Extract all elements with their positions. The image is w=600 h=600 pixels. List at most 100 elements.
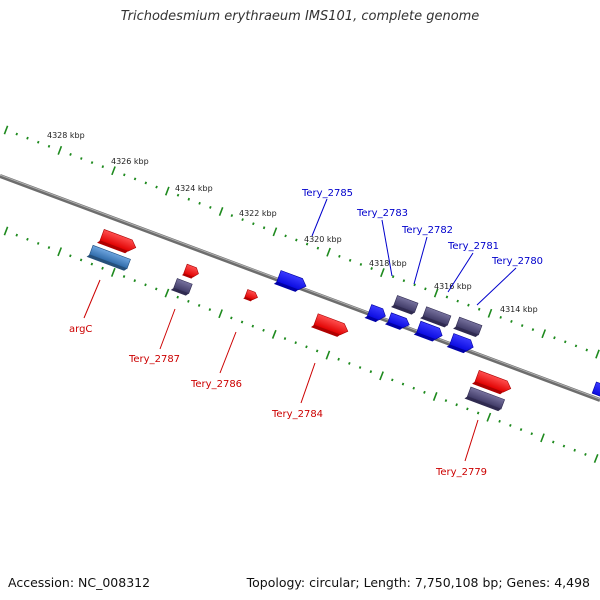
minor-tick [133, 177, 137, 181]
minor-tick [466, 407, 469, 411]
leader-line [464, 419, 479, 462]
gene-label-tery-2784[interactable]: Tery_2784 [271, 409, 323, 420]
minor-tick [122, 275, 126, 278]
gene-label-tery-2787[interactable]: Tery_2787 [128, 354, 180, 365]
scale-label: 4328 kbp [47, 131, 85, 140]
minor-tick [510, 319, 513, 323]
gene-label-tery-2780[interactable]: Tery_2780 [491, 256, 543, 267]
minor-tick [424, 287, 427, 291]
gene-blue-2[interactable] [384, 312, 411, 332]
minor-tick [262, 226, 266, 230]
gene-label-argC[interactable]: argC [69, 324, 92, 335]
feature-tery-2782[interactable] [420, 306, 452, 328]
gene-label-tery-2783[interactable]: Tery_2783 [356, 208, 408, 219]
minor-tick [574, 344, 578, 348]
minor-tick [252, 222, 255, 226]
minor-tick [154, 287, 158, 291]
minor-tick [176, 193, 180, 197]
minor-tick [283, 337, 287, 340]
minor-tick [498, 419, 501, 423]
major-tick [164, 186, 170, 196]
gene-blue-3[interactable] [413, 320, 445, 344]
leader-line [300, 362, 316, 404]
minor-tick [241, 218, 244, 222]
minor-tick [553, 336, 556, 340]
scale-label: 4322 kbp [239, 209, 277, 218]
major-tick [595, 349, 600, 359]
gene-tery-2779[interactable] [472, 370, 513, 397]
minor-tick [413, 283, 416, 287]
minor-tick [401, 382, 405, 386]
minor-tick [123, 173, 126, 177]
feature-tery-2781[interactable] [453, 316, 483, 337]
gene-label-tery-2782[interactable]: Tery_2782 [401, 225, 453, 236]
minor-tick [47, 144, 51, 148]
major-tick [111, 166, 116, 176]
minor-tick [551, 440, 555, 444]
minor-tick [209, 205, 212, 209]
scale-label: 4324 kbp [175, 184, 213, 193]
major-tick [218, 207, 224, 216]
gene-blue-edge[interactable] [591, 381, 600, 398]
minor-tick [316, 246, 320, 250]
gene-label-tery-2786[interactable]: Tery_2786 [190, 379, 242, 390]
minor-tick [187, 197, 191, 201]
minor-tick [26, 237, 29, 241]
gene-label-tery-2785[interactable]: Tery_2785 [301, 188, 353, 199]
minor-tick [251, 324, 255, 328]
minor-tick [284, 234, 287, 238]
major-tick [433, 288, 439, 298]
minor-tick [80, 157, 83, 160]
accession-label: Accession: NC_008312 [8, 575, 151, 590]
minor-tick [155, 185, 158, 189]
minor-tick [36, 241, 40, 245]
minor-tick [36, 140, 40, 144]
major-tick [272, 227, 278, 237]
gene-blue-4[interactable] [446, 333, 476, 356]
minor-tick [15, 233, 19, 237]
scale-label: 4316 kbp [434, 282, 472, 291]
minor-tick [47, 246, 51, 250]
leader-line [219, 331, 237, 374]
minor-tick [519, 428, 523, 432]
minor-tick [315, 349, 319, 353]
gene-tery-2787[interactable] [181, 263, 200, 280]
leader-line [447, 252, 474, 293]
minor-tick [305, 242, 309, 246]
major-tick [110, 267, 116, 277]
minor-tick [208, 308, 212, 312]
gene-label-tery-2779[interactable]: Tery_2779 [435, 467, 487, 478]
major-tick [380, 268, 385, 278]
minor-tick [445, 295, 449, 299]
minor-tick [370, 267, 373, 270]
minor-tick [337, 357, 340, 361]
gene-tery-2786[interactable] [243, 289, 259, 303]
minor-tick [573, 448, 576, 452]
genome-summary: Topology: circular; Length: 7,750,108 bp… [246, 575, 590, 590]
major-tick [326, 247, 331, 257]
minor-tick [295, 238, 298, 242]
leader-line [311, 198, 328, 237]
minor-tick [230, 316, 233, 320]
minor-tick [348, 258, 352, 262]
feature-tery-2779[interactable] [464, 386, 505, 412]
feature-rna[interactable] [86, 244, 131, 272]
major-tick [57, 247, 63, 257]
minor-tick [176, 295, 179, 299]
minor-tick [338, 254, 341, 258]
feature-tery-2783[interactable] [391, 295, 419, 316]
minor-tick [509, 423, 512, 427]
gene-tery-2784[interactable] [310, 313, 350, 340]
gene-tery-2785[interactable] [273, 270, 308, 295]
major-tick [57, 145, 63, 155]
gene-label-tery-2781[interactable]: Tery_2781 [447, 241, 499, 252]
minor-tick [197, 303, 201, 307]
gene-argC[interactable] [97, 229, 138, 256]
gene-blue-1[interactable] [364, 304, 387, 325]
minor-tick [262, 328, 265, 332]
genome-title: Trichodesmium erythraeum IMS101, complet… [120, 9, 480, 24]
minor-tick [69, 152, 72, 156]
feature-tery-2787[interactable] [170, 278, 193, 296]
